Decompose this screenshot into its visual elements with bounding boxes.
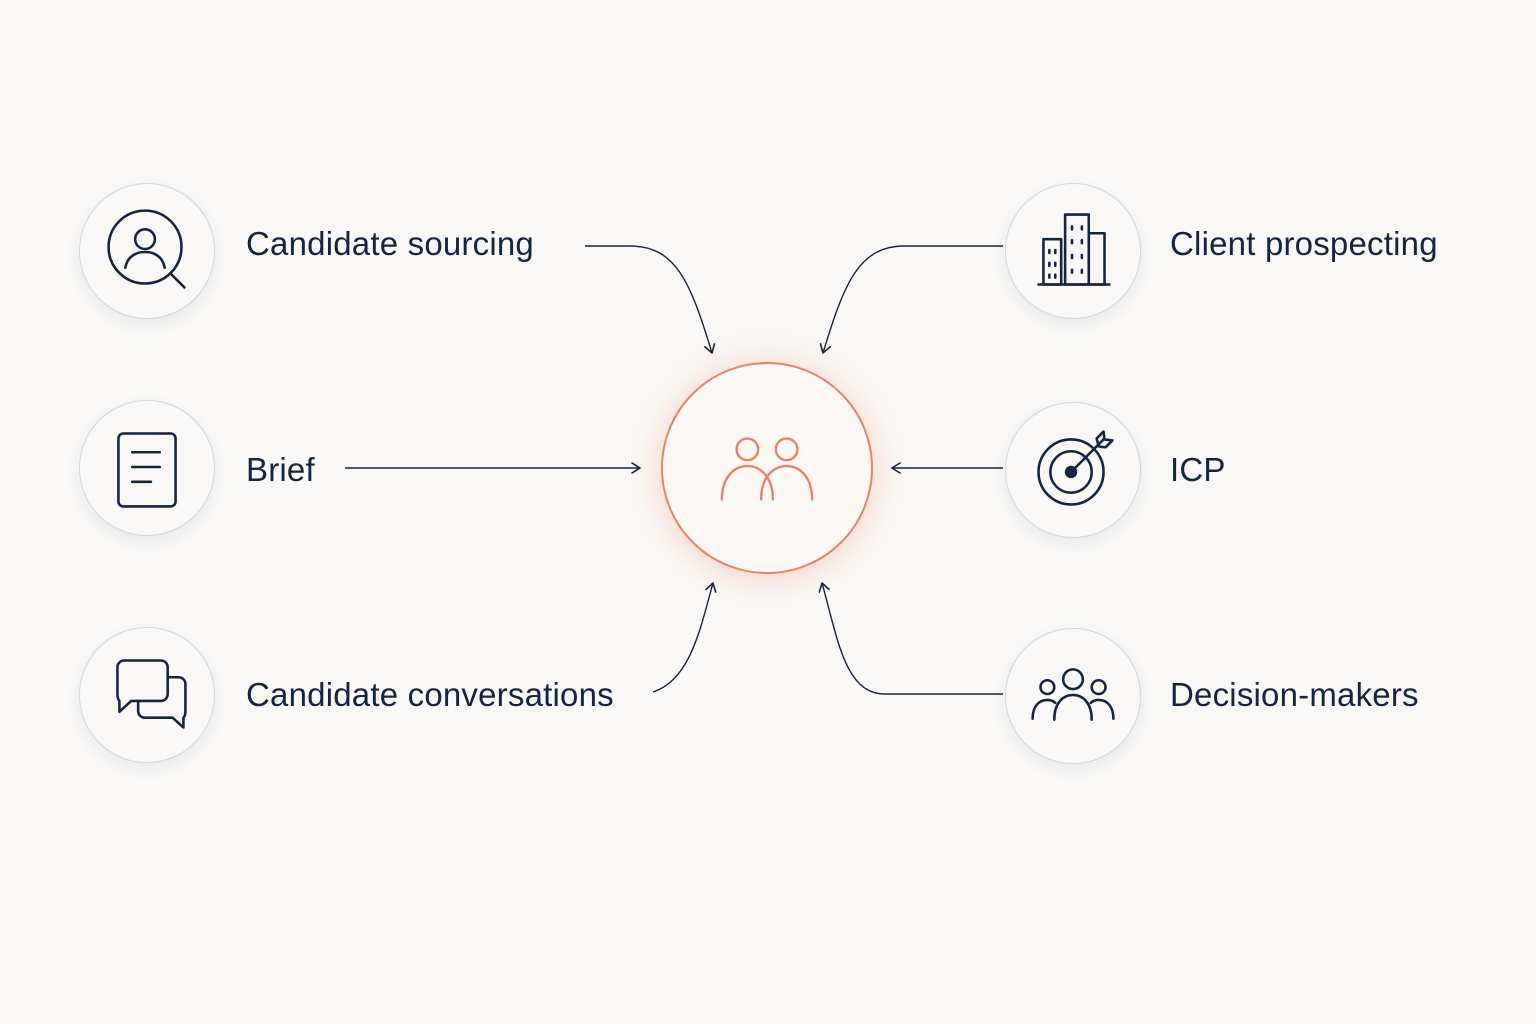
label-brief: Brief	[246, 451, 315, 488]
people-pair-icon	[720, 437, 814, 501]
node-icp[interactable]	[1005, 402, 1141, 538]
document-icon	[117, 432, 177, 508]
target-icon	[1037, 430, 1114, 506]
label-icp: ICP	[1170, 451, 1226, 488]
node-candidate-sourcing[interactable]	[79, 183, 215, 319]
connector-candidate-sourcing	[585, 245, 716, 354]
connector-candidate-conversations	[652, 582, 717, 693]
group-icon	[1031, 668, 1115, 721]
label-client-prospecting: Client prospecting	[1170, 225, 1438, 262]
node-brief[interactable]	[79, 400, 215, 536]
node-decision-makers[interactable]	[1005, 628, 1141, 764]
central-hub	[661, 362, 873, 574]
label-decision-makers: Decision-makers	[1170, 676, 1419, 713]
person-search-icon	[107, 209, 186, 289]
label-candidate-sourcing: Candidate sourcing	[246, 225, 534, 262]
connector-decision-makers	[818, 582, 1003, 695]
node-candidate-conversations[interactable]	[79, 627, 215, 763]
connector-client-prospecting	[819, 245, 1003, 354]
node-client-prospecting[interactable]	[1005, 183, 1141, 319]
chat-bubbles-icon	[116, 659, 187, 729]
buildings-icon	[1037, 213, 1111, 286]
label-candidate-conversations: Candidate conversations	[246, 676, 614, 713]
